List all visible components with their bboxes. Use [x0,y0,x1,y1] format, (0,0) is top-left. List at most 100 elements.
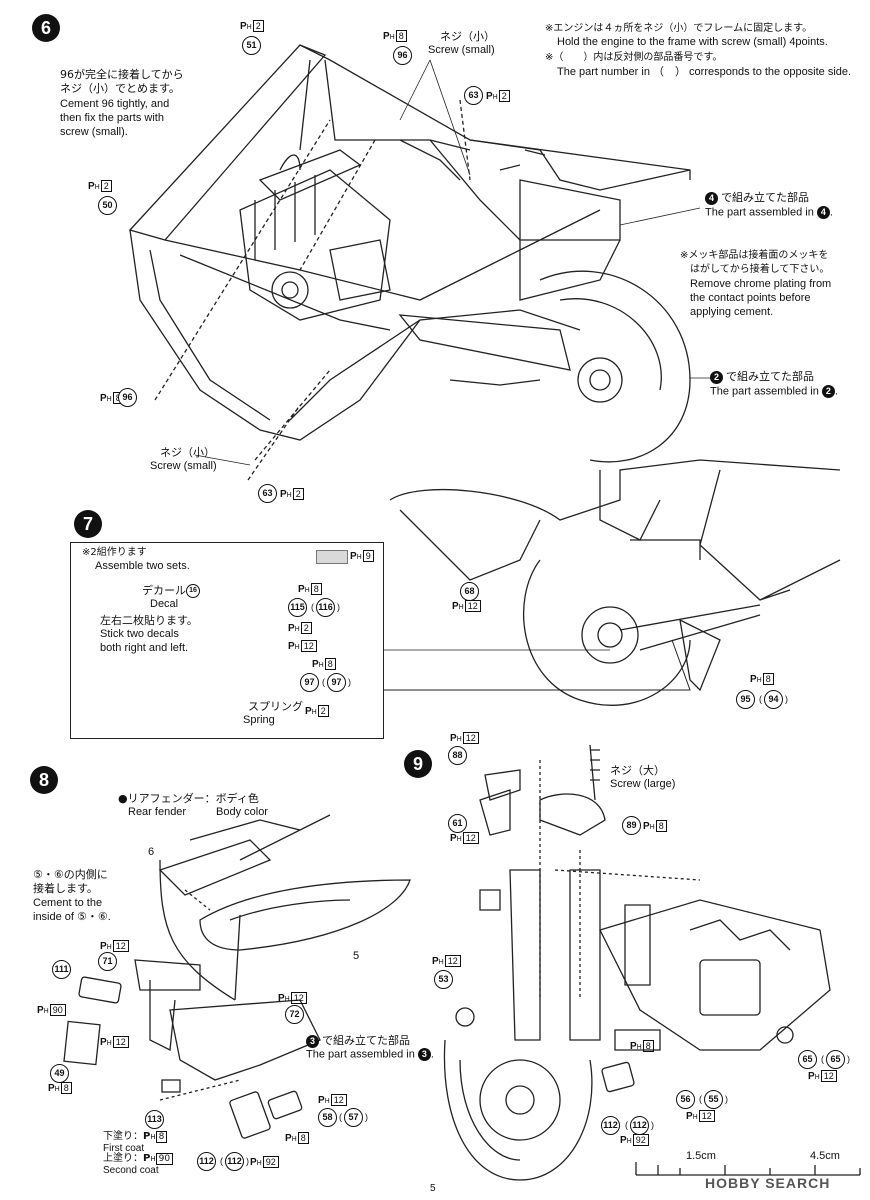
part-89: 89 [622,816,641,835]
scale-label-1-5cm: 1.5cm [686,1150,716,1162]
chrome-note-jp1: ※メッキ部品は接着面のメッキを [680,250,829,261]
assembled-in-3-jp: 3 で組み立てた部品 [306,1034,410,1048]
second-coat-en: Second coat [103,1165,159,1176]
part-112-step9-opposite: 112 [625,1116,654,1135]
part-65-opposite: 65 [821,1050,850,1069]
part-56: 56 [676,1090,695,1109]
part-61: 61 [448,814,467,833]
assembled-in-3-en: The part assembled in 3. [306,1048,434,1061]
assembly-guide-lines [154,99,471,481]
assembled-in-4-en: The part assembled in 4. [705,206,833,219]
chrome-note-jp2: はがしてから接着して下さい。 [690,264,830,275]
rear-fender-en: Rear fender [128,806,187,818]
assembled-in-3-en-text: The part assembled in [306,1048,415,1061]
step-6-number: 6 [32,14,60,42]
part-88: 88 [448,746,467,765]
chrome-note-en3: applying cement. [690,306,774,318]
page-number: 5 [430,1183,436,1194]
screw-large-en: Screw (large) [610,778,676,790]
step-9-number: 9 [404,750,432,778]
screw-small-en: Screw (small) [428,44,495,56]
part-95: 95 [736,690,755,709]
decal-en: Decal [150,598,179,610]
part-116: 116 [311,598,340,617]
second-coat-jp-text: 上塗り： [103,1153,143,1164]
part-112-step9: 112 [601,1116,620,1135]
assembled-in-2-en-text: The part assembled in [710,385,819,398]
assembled-in-4-jp: 4 で組み立てた部品 [705,191,809,205]
part-51: 51 [242,36,261,55]
screw-small-en-2: Screw (small) [150,460,217,472]
part-94: 94 [759,690,788,709]
engine-note-en: Hold the engine to the frame with screw … [557,36,828,48]
rear-swingarm-drawing [389,459,841,706]
part-97: 97 [300,673,319,692]
part-97-opposite: 97 [322,673,351,692]
part-57: 57 [339,1108,368,1127]
part-65: 65 [798,1050,817,1069]
stick-en1: Stick two decals [100,628,179,640]
part-112: 112 [197,1152,216,1171]
part-6-label: 6 [148,846,155,858]
first-coat-jp-text: 下塗り： [103,1131,143,1142]
chrome-note-en1: Remove chrome plating from [690,278,832,290]
engine-drawing [239,149,391,321]
inside-en1: Cement to the [33,897,103,909]
assembled-in-4-en-text: The part assembled in [705,206,814,219]
note96-en-line2: then fix the parts with [60,112,164,124]
part-71: 71 [98,952,117,971]
rear-fender-jp: ●リアフェンダー：ボディ色 [118,792,259,805]
part-115: 115 [288,598,307,617]
decal-16: 16 [186,584,200,598]
watermark: HOBBY SEARCH [705,1175,831,1191]
part-5-label: 5 [353,950,360,962]
assembled-in-3-jp-text: で組み立てた部品 [322,1034,411,1047]
step-8-number: 8 [30,766,58,794]
spring-jp: スプリング [248,700,303,713]
part-96-lower: 96 [118,388,137,407]
two-sets-jp: ※2組作ります [82,547,147,558]
inside-en2: inside of ⑤・⑥. [33,911,111,923]
part-96: 96 [393,46,412,65]
scale-label-4-5cm: 4.5cm [810,1150,840,1162]
first-coat-en: First coat [103,1143,145,1154]
scale-ruler [635,1162,861,1176]
part-63: 63 [464,86,483,105]
stick-en2: both right and left. [100,642,189,654]
engine-note-jp: ※エンジンは４ヵ所をネジ（小）でフレームに固定します。 [545,23,813,34]
assembled-in-2-jp-text: で組み立てた部品 [726,370,815,383]
note96-jp-line2: ネジ（小）でとめます。 [60,82,180,95]
part-49: 49 [50,1064,69,1083]
part-53: 53 [434,970,453,989]
rear-fender-drawing [63,814,411,1139]
screw-small-jp-2: ネジ（小） [160,446,215,459]
part-113: 113 [145,1110,164,1129]
assembled-in-2-jp: 2 で組み立てた部品 [710,370,814,384]
screw-large-jp: ネジ（大） [610,764,665,777]
part-72: 72 [285,1005,304,1024]
